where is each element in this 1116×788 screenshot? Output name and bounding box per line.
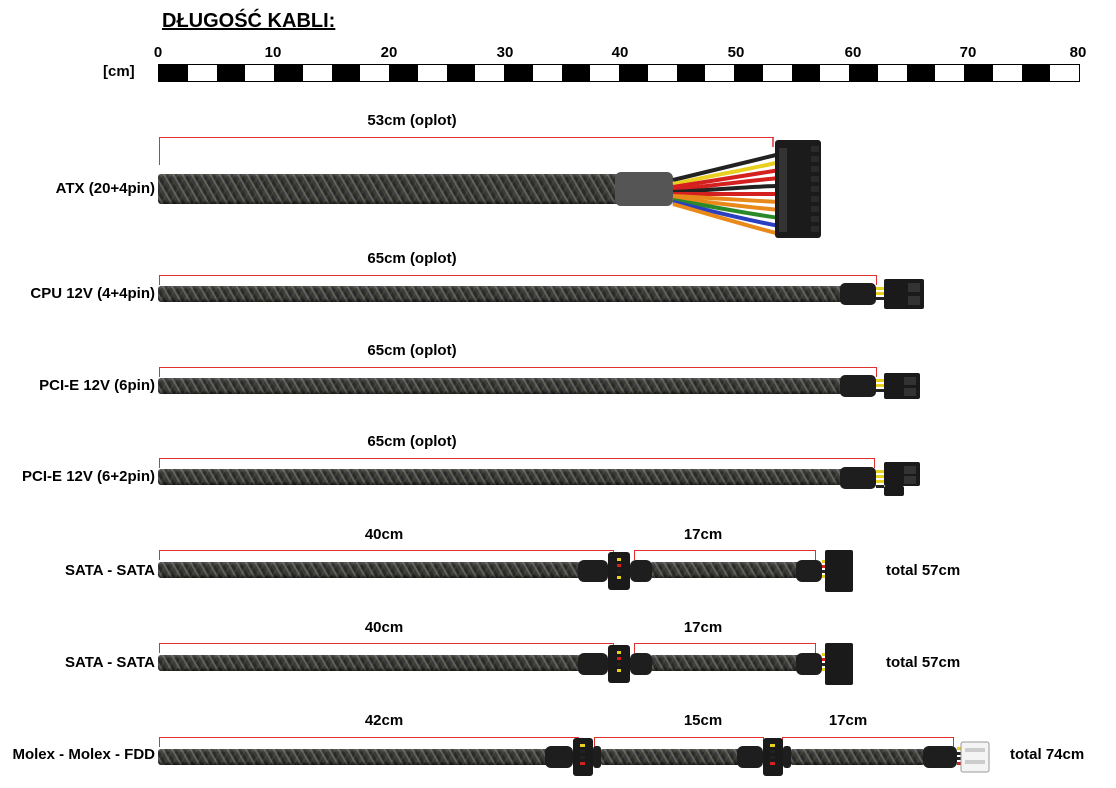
sleeved-cable bbox=[158, 655, 588, 671]
dimension-label: 17cm bbox=[683, 619, 723, 636]
dimension-label: 65cm (oplot) bbox=[367, 250, 457, 267]
ruler-tick: 30 bbox=[496, 44, 514, 61]
molex-fdd-connector-icon bbox=[545, 738, 990, 776]
ruler-tick: 60 bbox=[844, 44, 862, 61]
ruler-segment bbox=[475, 65, 504, 81]
cable-label-sata: SATA - SATA bbox=[65, 654, 155, 671]
ruler-tick: 80 bbox=[1069, 44, 1087, 61]
ruler-segment bbox=[504, 65, 533, 81]
sleeved-cable bbox=[158, 286, 848, 302]
total-length: total 57cm bbox=[886, 654, 961, 671]
dimension-line bbox=[159, 458, 875, 468]
ruler-segment bbox=[791, 65, 821, 81]
dimension-label: 65cm (oplot) bbox=[367, 342, 457, 359]
cable-label-cpu: CPU 12V (4+4pin) bbox=[30, 285, 155, 302]
dimension-line bbox=[634, 550, 816, 560]
ruler-bar bbox=[158, 64, 1080, 82]
ruler-segment bbox=[619, 65, 648, 81]
ruler-segment bbox=[820, 65, 849, 81]
pcie-6pin-connector-icon bbox=[840, 373, 920, 399]
ruler-tick: 40 bbox=[611, 44, 629, 61]
sleeved-cable bbox=[158, 469, 848, 485]
dimension-label: 40cm bbox=[364, 619, 404, 636]
ruler-segment bbox=[188, 65, 217, 81]
ruler-tick: 10 bbox=[264, 44, 282, 61]
cpu-connector-icon bbox=[840, 279, 924, 309]
sata-connector-icon bbox=[578, 643, 853, 685]
dimension-label: 53cm (oplot) bbox=[367, 112, 457, 129]
dimension-line bbox=[634, 643, 816, 653]
dimension-label: 65cm (oplot) bbox=[367, 433, 457, 450]
ruler-segment bbox=[389, 65, 418, 81]
dimension-line bbox=[159, 275, 877, 285]
dimension-label: 17cm bbox=[683, 526, 723, 543]
ruler-segment bbox=[331, 65, 361, 81]
total-length: total 57cm bbox=[886, 562, 961, 579]
sleeved-cable bbox=[650, 655, 805, 671]
ruler-segment bbox=[1021, 65, 1051, 81]
sleeved-cable bbox=[158, 378, 848, 394]
sleeved-cable bbox=[790, 749, 925, 765]
total-length: total 74cm bbox=[1010, 746, 1085, 763]
ruler-segment bbox=[849, 65, 878, 81]
cable-label-sata: SATA - SATA bbox=[65, 562, 155, 579]
ruler-tick: 20 bbox=[380, 44, 398, 61]
ruler-segment bbox=[734, 65, 763, 81]
ruler-segment bbox=[993, 65, 1022, 81]
page-title: DŁUGOŚĆ KABLI: bbox=[162, 10, 336, 32]
ruler-segment bbox=[964, 65, 993, 81]
pcie-6plus2pin-connector-icon bbox=[840, 462, 920, 496]
sleeved-cable bbox=[600, 749, 740, 765]
ruler-segment bbox=[446, 65, 476, 81]
dimension-label: 42cm bbox=[364, 712, 404, 729]
ruler-segment bbox=[1050, 65, 1079, 81]
sata-connector-icon bbox=[578, 550, 853, 592]
cable-label-atx: ATX (20+4pin) bbox=[55, 180, 155, 197]
dimension-line bbox=[159, 367, 877, 377]
ruler-segment bbox=[676, 65, 706, 81]
ruler-segment bbox=[533, 65, 562, 81]
ruler-segment bbox=[274, 65, 303, 81]
sleeved-cable bbox=[158, 562, 588, 578]
ruler-tick: 50 bbox=[727, 44, 745, 61]
ruler-segment bbox=[906, 65, 936, 81]
dimension-label: 17cm bbox=[828, 712, 868, 729]
sleeved-cable bbox=[650, 562, 805, 578]
dimension-end bbox=[772, 137, 774, 147]
cable-label-molex: Molex - Molex - FDD bbox=[12, 746, 155, 763]
ruler-segment bbox=[590, 65, 619, 81]
ruler-segment bbox=[878, 65, 907, 81]
ruler-segment bbox=[935, 65, 964, 81]
dimension-line bbox=[159, 737, 579, 747]
ruler-segment bbox=[705, 65, 734, 81]
ruler-tick: 70 bbox=[959, 44, 977, 61]
dimension-line bbox=[159, 137, 774, 165]
ruler-segment bbox=[561, 65, 591, 81]
ruler-segment bbox=[245, 65, 274, 81]
dimension-label: 15cm bbox=[683, 712, 723, 729]
ruler-unit: [cm] bbox=[103, 63, 135, 80]
atx-connector-icon bbox=[615, 140, 821, 238]
cable-label-pcie-6pin: PCI-E 12V (6pin) bbox=[39, 377, 155, 394]
dimension-line bbox=[159, 643, 614, 653]
ruler-segment bbox=[303, 65, 332, 81]
sleeved-cable bbox=[158, 749, 553, 765]
dimension-line bbox=[159, 550, 614, 560]
ruler-segment bbox=[648, 65, 677, 81]
ruler-tick: 0 bbox=[153, 44, 163, 61]
ruler-segment bbox=[763, 65, 792, 81]
cable-label-pcie-6plus2pin: PCI-E 12V (6+2pin) bbox=[22, 468, 155, 485]
ruler-segment bbox=[216, 65, 246, 81]
ruler-segment bbox=[159, 65, 188, 81]
ruler-segment bbox=[360, 65, 389, 81]
dimension-label: 40cm bbox=[364, 526, 404, 543]
sleeved-cable bbox=[158, 174, 623, 204]
ruler-segment bbox=[418, 65, 447, 81]
